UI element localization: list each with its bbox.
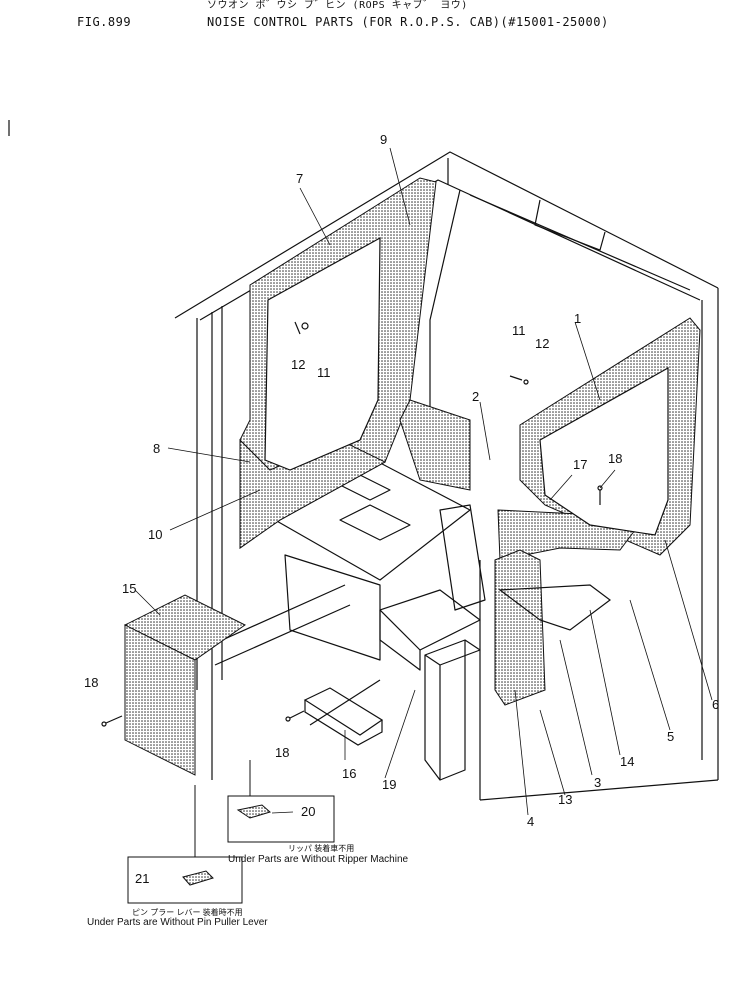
figure-number: FIG.899: [77, 15, 132, 29]
callout-18-right: 18: [608, 451, 623, 466]
callout-5: 5: [667, 729, 675, 744]
note-ripper-kana: リッパ 装着車不用: [288, 844, 355, 853]
note-ripper: Under Parts are Without Ripper Machine: [228, 854, 409, 865]
title-kana: ソウオン ボ゛ウシ ブ゛ヒン (ROPS キャブ゛ ヨウ): [207, 0, 468, 11]
callout-2: 2: [472, 389, 480, 404]
callout-17: 17: [573, 457, 588, 472]
callout-8: 8: [153, 441, 161, 456]
callout-7: 7: [296, 171, 304, 186]
callout-12-right: 12: [535, 336, 550, 351]
callout-10: 10: [148, 527, 163, 542]
note-pin: Under Parts are Without Pin Puller Lever: [87, 917, 268, 928]
callout-13: 13: [558, 792, 573, 807]
page-title: NOISE CONTROL PARTS (FOR R.O.P.S. CAB)(#…: [207, 15, 609, 29]
callout-11-left: 11: [317, 365, 331, 380]
callout-11-right: 11: [512, 323, 526, 338]
callout-19: 19: [382, 777, 397, 792]
callout-12-left: 12: [291, 357, 306, 372]
callout-18-mid: 18: [275, 745, 290, 760]
callout-9: 9: [380, 132, 388, 147]
callout-16: 16: [342, 766, 357, 781]
callout-21: 21: [135, 871, 150, 886]
callout-4: 4: [527, 814, 535, 829]
callout-1: 1: [574, 311, 582, 326]
callout-20: 20: [301, 804, 316, 819]
callout-15: 15: [122, 581, 137, 596]
callout-18-left: 18: [84, 675, 99, 690]
note-pin-kana: ピン プラー レバー 装着時不用: [132, 908, 243, 917]
callout-14: 14: [620, 754, 635, 769]
callout-6: 6: [712, 697, 720, 712]
callout-3: 3: [594, 775, 602, 790]
